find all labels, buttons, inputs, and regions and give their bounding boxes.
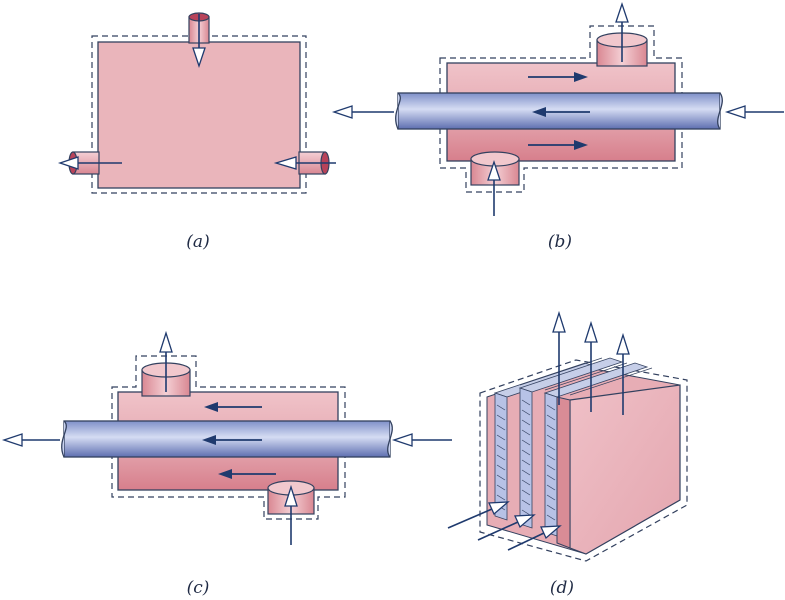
flow-arrow-up-2 xyxy=(584,320,598,412)
tube-inlet-arrow xyxy=(724,105,784,119)
caption-d: (d) xyxy=(549,578,575,598)
control-volume-boundary xyxy=(91,35,307,194)
shell-flow-arrow-upper xyxy=(528,72,588,82)
control-volume-boundary xyxy=(111,355,346,520)
caption-a: (a) xyxy=(186,232,210,252)
tube-outlet-arrow xyxy=(331,105,394,119)
panel-d xyxy=(447,310,688,562)
tube-flow-arrow xyxy=(532,107,590,117)
tube-flow-arrow xyxy=(202,435,262,445)
tube-outlet-arrow xyxy=(1,433,60,447)
inner-tube xyxy=(61,420,393,458)
shell-flow-arrow-upper xyxy=(204,402,262,412)
shell-flow-arrow-lower xyxy=(218,469,276,479)
control-volume-boundary xyxy=(479,359,688,562)
fin-corrugations xyxy=(496,357,653,521)
caption-b: (b) xyxy=(547,232,573,252)
shell-inlet-arrow xyxy=(284,484,298,545)
flow-arrow-up-3 xyxy=(616,332,630,415)
panel-c xyxy=(1,330,452,545)
plate-stack xyxy=(486,357,681,555)
inner-tube xyxy=(395,92,723,130)
flow-arrow-diagonal-2 xyxy=(477,514,536,541)
tube-inlet-arrow xyxy=(391,433,452,447)
front-plate xyxy=(569,384,681,555)
flow-arrow-diagonal-1 xyxy=(447,501,510,529)
panel-a xyxy=(57,12,336,194)
inlet-arrow-right xyxy=(273,156,336,170)
panel-b xyxy=(331,1,784,216)
outlet-arrow-left xyxy=(57,156,122,170)
fin-layer xyxy=(543,362,649,537)
shell-outlet-arrow xyxy=(615,1,629,62)
fin-layer xyxy=(518,357,624,529)
shell-flow-arrow-lower xyxy=(528,140,588,150)
caption-c: (c) xyxy=(186,578,210,598)
control-volume-boundary xyxy=(439,25,683,193)
flow-arrow-up-1 xyxy=(552,310,566,405)
inlet-arrow-top xyxy=(192,14,206,69)
flow-arrow-diagonal-3 xyxy=(507,525,562,551)
shell-inlet-arrow xyxy=(487,159,501,216)
shell-outlet-arrow xyxy=(159,330,173,392)
